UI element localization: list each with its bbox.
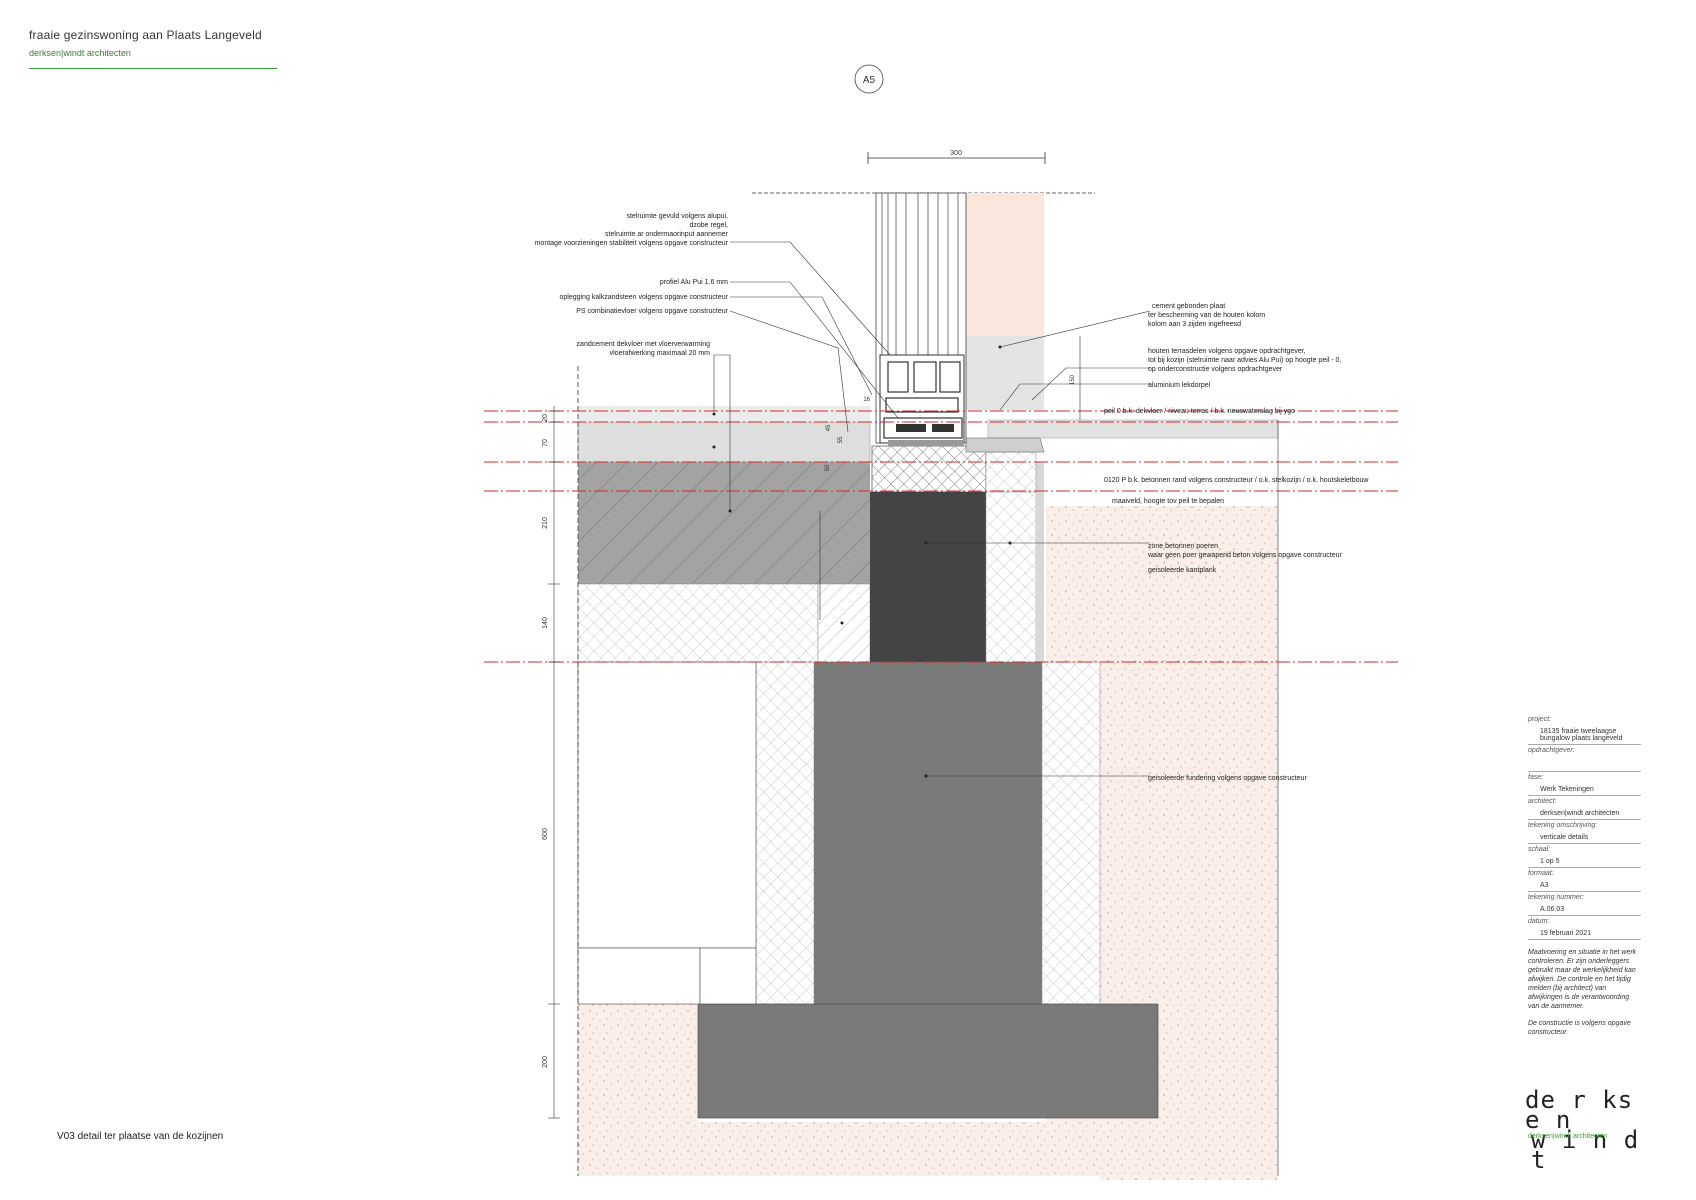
tb-desc-label: tekening omschrijving: [1528,822,1598,829]
note-maaiveld: maaiveld, hoogte tov peil te bepalen [1112,498,1224,505]
small-dim-50: 50 [825,464,831,471]
note-peil: peil 0 b.k. dekvloer / niveau terras / b… [1104,408,1295,415]
dim-20: 20 [542,414,549,422]
level-lines [484,410,1398,663]
title-block: project: 18135 fraaie tweelaagse bungalo… [1528,714,1641,1037]
screed-top [578,406,870,422]
dim-210: 210 [542,517,549,529]
note-houten-1: houten terrasdelen volgens opgave opdrac… [1148,348,1306,355]
tb-client-label: opdrachtgever: [1528,747,1575,754]
note-cement-3: kolom aan 3 zijden ingefreesd [1148,321,1241,328]
tb-project-line2: bungalow plaats langeveld [1540,735,1623,742]
page-title: fraaie gezinswoning aan Plaats Langeveld [29,28,262,42]
window-frame [875,192,967,446]
tb-format-label: formaat: [1528,870,1554,877]
dim-600: 600 [542,828,549,840]
tb-desc-value: verticale details [1540,834,1589,841]
firm-logo: de r ks e n w i n d t [1525,1086,1645,1174]
leader-lines [713,241,1151,777]
note-oplegging: oplegging kalkzandsteen volgens opgave c… [559,294,728,301]
tb-architect-value: derksen|windt architecten [1540,810,1620,817]
note-stelruimte-1: stelruimte gevuld volgens alupui, [626,213,728,220]
note-profiel: profiel Alu Pui 1.6 mm [660,279,728,286]
tb-note-disclaimer: Maatvoering en situatie in het werk cont… [1528,949,1637,1010]
note-cement-2: ter bescherming van de houten kolom [1148,312,1265,319]
tb-scale-label: schaal: [1528,846,1551,853]
note-poeren-2: waar geen poer gewapend beton volgens op… [1147,552,1342,559]
page-subtitle: derksen|windt architecten [29,48,131,58]
terrace-deck [987,419,1279,439]
tb-phase-value: Werk Tekeningen [1540,786,1594,793]
note-poeren-1: zone betonnen poeren [1148,543,1218,550]
small-dim-150: 150 [1070,374,1076,385]
logo-bottom: w i n d t [1531,1126,1640,1174]
note-ps: PS combinatievloer volgens opgave constr… [576,308,728,315]
top-dimension-label: 300 [950,150,962,157]
concrete-pier [870,492,986,662]
logo-top: de r ks e n [1525,1086,1634,1134]
section-marker-label: A5 [863,75,876,86]
small-dim-45: 45 [826,424,832,431]
note-kantplank: geisoleerde kantplank [1148,567,1217,574]
note-stelruimte-2: dzobe regel, [689,222,728,229]
note-houten-3: op onderconstructie volgens opdrachtgeve… [1148,366,1283,373]
tb-number-label: tekening nummer: [1528,894,1585,901]
crawl-space [577,661,757,949]
note-stelruimte-4: montage voorzieningen stabiliteit volgen… [535,240,729,247]
note-zandcement-1: zandcement dekvloer met vloerverwarming [577,341,711,348]
note-houten-2: tot bij kozijn (stelruimte naar advies A… [1148,357,1341,364]
vertical-dimensions [548,406,560,1119]
tb-architect-label: architect: [1528,798,1557,805]
note-betonrand: 0120 P b.k. betonnen rand volgens constr… [1104,477,1369,484]
dim-140: 140 [542,617,549,629]
tb-note-construction: De constructie is volgens opgave constru… [1528,1020,1631,1036]
logo-subtitle: derksen|windt architecten [1528,1133,1608,1140]
tb-date-value: 19 februari 2021 [1540,930,1591,937]
tb-project-line1: 18135 fraaie tweelaagse [1540,728,1617,735]
dim-200: 200 [542,1056,549,1068]
small-dim-16: 16 [863,397,870,403]
section-marker: A5 [854,64,884,94]
top-dimension: 300 [867,150,1046,164]
tb-date-label: datum: [1528,918,1550,925]
foundation-wall [814,662,1042,1004]
note-fundering: geisoleerde fundering volgens opgave con… [1148,775,1307,782]
tb-phase-label: fase: [1528,774,1544,781]
note-zandcement-2: vloerafwerking maximaal 20 mm [610,350,711,357]
foundation-footing [697,1003,1159,1119]
header-divider [29,68,277,69]
facade-cladding [966,193,1044,336]
tb-project-label: project: [1528,716,1551,723]
tb-format-value: A3 [1540,882,1549,889]
tb-scale-value: 1 op 5 [1540,858,1560,865]
tb-number-value: A.06.03 [1540,906,1565,913]
small-dim-55: 55 [838,436,844,443]
note-aluminium: aluminium lekdorpel [1148,382,1211,389]
cement-board [966,336,1044,410]
aluminium-sill [965,437,1045,453]
dim-70: 70 [542,439,549,447]
detail-label: V03 detail ter plaatse van de kozijnen [57,1131,224,1142]
note-stelruimte-3: stelruimte ar ondermaorinput aannemer [605,231,729,238]
note-cement-1: cement gebonden plaat [1152,303,1225,310]
